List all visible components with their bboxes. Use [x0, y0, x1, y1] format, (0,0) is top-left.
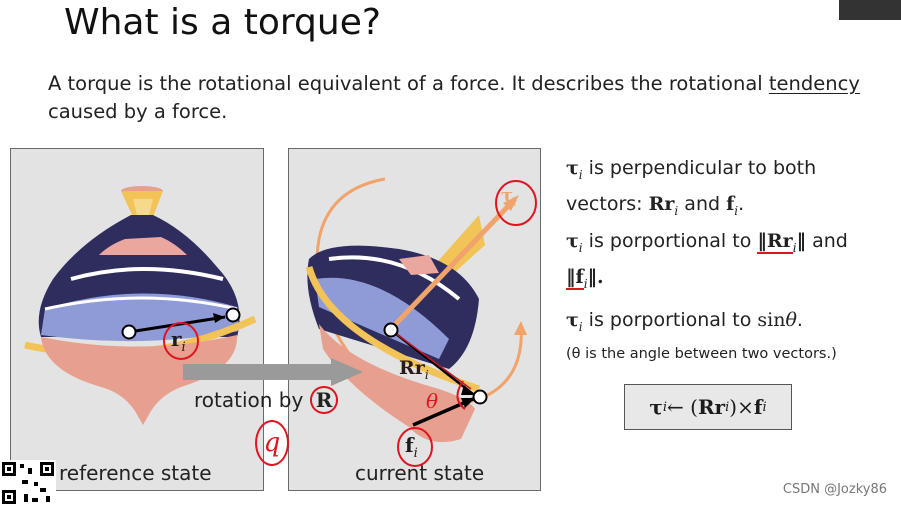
reference-state-panel: ri reference state	[10, 148, 264, 491]
force-label-in-figure: fi	[405, 433, 418, 461]
intro-underlined-word: tendency	[768, 72, 860, 95]
fact-note: (θ is the angle between two vectors.)	[566, 345, 837, 362]
current-state-panel: τi Rri θ fi current state	[288, 148, 541, 491]
current-state-caption: current state	[355, 461, 485, 485]
intro-line2: caused by a force.	[48, 100, 228, 123]
current-top-illustration	[305, 177, 537, 467]
rotation-label: rotation by R	[194, 386, 339, 414]
rotation-arrow-icon	[183, 358, 363, 386]
watermark: CSDN @Jozky86	[782, 482, 887, 497]
fact-proportional-norms: τi is porportional to ‖Rri‖ and ‖fi‖.	[566, 230, 848, 291]
intro-line1: A torque is the rotational equivalent of…	[48, 72, 769, 95]
torque-label-in-figure: τi	[501, 185, 517, 209]
intro-text: A torque is the rotational equivalent of…	[48, 70, 860, 126]
webcam-overlay	[839, 0, 901, 20]
qr-code-icon	[0, 460, 56, 506]
fact-proportional-sin: τi is porportional to sinθ. (θ is the an…	[566, 306, 837, 366]
slide-title: What is a torque?	[64, 2, 381, 43]
handwritten-note: q	[255, 420, 289, 466]
rr-vector-label: Rri	[399, 357, 429, 382]
fact-perpendicular: τi is perpendicular to both vectors: Rri…	[566, 157, 817, 218]
ref-vector-label: ri	[171, 327, 186, 355]
theta-label: θ	[426, 389, 439, 413]
reference-top-illustration	[24, 186, 257, 425]
reference-state-caption: reference state	[59, 461, 212, 485]
